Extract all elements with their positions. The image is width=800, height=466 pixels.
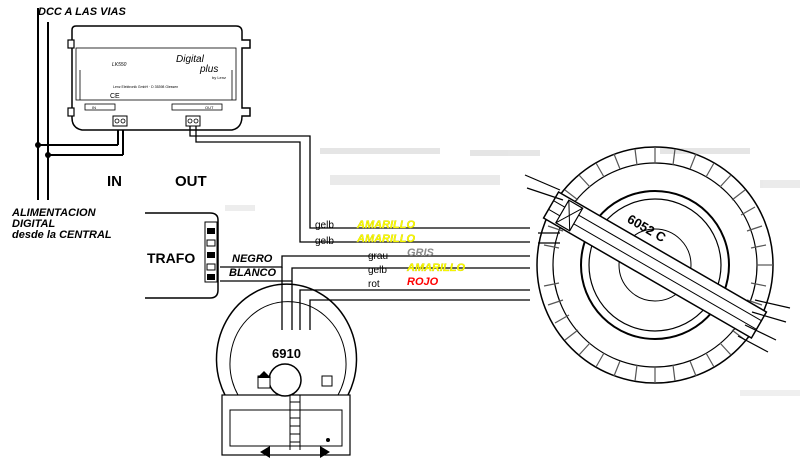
port-out-small-label: OUT <box>205 105 214 110</box>
wire-2-spanish: GRIS <box>407 247 435 259</box>
trafo: TRAFO <box>145 212 219 299</box>
wire-labels: gelb AMARILLO gelb AMARILLO grau GRIS ge… <box>315 219 466 290</box>
manufacturer-text: Lenz Elektronik GmbH · D 35398 Giessen <box>113 85 178 89</box>
brand-plus: plus <box>199 64 218 75</box>
label-in: IN <box>107 173 122 190</box>
port-in-small-label: IN <box>92 105 96 110</box>
trafo-label: TRAFO <box>147 250 195 266</box>
label-out: OUT <box>175 173 207 190</box>
model-number: LK550 <box>112 62 127 68</box>
controller-label: 6910 <box>272 346 301 361</box>
junction-dot <box>35 142 41 148</box>
wire-0-german: gelb <box>315 220 334 231</box>
wire-4-german: rot <box>368 279 380 290</box>
junction-dot <box>45 152 51 158</box>
power-label-line2: DIGITAL <box>12 218 55 230</box>
faded-background-text <box>225 148 800 396</box>
radial-tracks <box>524 174 791 353</box>
brand-digital: Digital <box>176 54 205 65</box>
out-terminal <box>185 115 201 127</box>
wire-2-german: grau <box>368 251 388 262</box>
power-label-line1: ALIMENTACION <box>11 207 97 219</box>
wire-1-spanish: AMARILLO <box>356 233 415 245</box>
wire-label-negro: NEGRO <box>232 253 273 265</box>
turntable: 6052 C <box>524 146 791 384</box>
wire-0-spanish: AMARILLO <box>356 219 415 231</box>
out-wires <box>189 126 530 243</box>
track-ladder <box>289 395 301 450</box>
power-label: ALIMENTACION DIGITAL desde la CENTRAL <box>11 207 112 241</box>
wire-3-german: gelb <box>368 265 387 276</box>
turntable-bridge <box>542 190 768 340</box>
dcc-title: DCC A LAS VIAS <box>38 6 126 18</box>
wire-label-blanco: BLANCO <box>229 267 276 279</box>
in-terminal <box>112 115 128 127</box>
ce-mark: CE <box>110 93 120 100</box>
wire-4-spanish: ROJO <box>407 276 439 288</box>
controller-6910: 6910 <box>215 283 358 458</box>
power-label-line3: desde la CENTRAL <box>12 229 112 241</box>
wire-3-spanish: AMARILLO <box>406 262 465 274</box>
controller-wires <box>220 255 530 330</box>
wire-1-german: gelb <box>315 236 334 247</box>
brand-by-lenz: by Lenz <box>212 75 226 80</box>
lk550-module: Digital plus by Lenz LK550 Lenz Elektron… <box>67 25 251 131</box>
